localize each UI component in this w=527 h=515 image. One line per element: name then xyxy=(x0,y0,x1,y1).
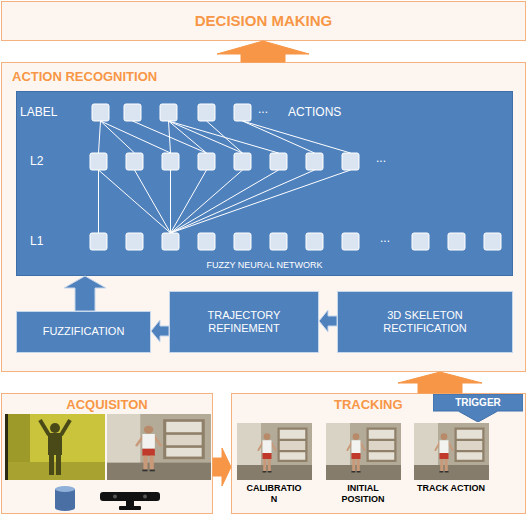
photo-caption: INITIAL POSITION xyxy=(342,483,385,505)
depth-image xyxy=(5,414,105,480)
block-arrow xyxy=(151,320,169,342)
layer-label: ... xyxy=(380,231,390,245)
track-action-photo xyxy=(414,423,489,480)
calibration-photo xyxy=(237,423,312,480)
block-arrow xyxy=(217,41,309,62)
label-slot: ... xyxy=(258,102,268,116)
label-slot: L2 xyxy=(30,154,43,168)
initial-position-photo xyxy=(326,423,401,480)
layer-label: ACTIONS xyxy=(288,105,341,119)
photo-caption: CALIBRATIO N xyxy=(247,483,302,505)
stage-title: DECISION MAKING xyxy=(195,12,333,30)
layer-label: ... xyxy=(376,151,386,165)
process-box: FUZZIFICATION xyxy=(16,311,151,353)
process-box: 3D SKELETON RECTIFICATION xyxy=(337,291,513,353)
box-label: FUZZY NEURAL NETWORK xyxy=(206,260,322,271)
layer-label: L2 xyxy=(30,154,43,168)
block-arrow xyxy=(64,276,106,311)
box-label: TRAJECTORY REFINEMENT xyxy=(184,309,304,335)
block-arrow xyxy=(213,448,231,486)
stage-title: TRACKING xyxy=(334,397,403,413)
label-slot: TRACK ACTION xyxy=(417,483,485,494)
label-slot: ... xyxy=(380,231,390,245)
process-box: TRAJECTORY REFINEMENT xyxy=(169,291,319,353)
kinect-icon xyxy=(100,492,160,510)
box-label: FUZZIFICATION xyxy=(43,325,125,338)
network-links xyxy=(99,121,351,233)
trigger-shape xyxy=(433,394,523,422)
layer-label: ... xyxy=(258,102,268,116)
photo-caption: TRACK ACTION xyxy=(417,483,485,494)
label-slot: ACTIONS xyxy=(288,105,341,119)
label-slot: CALIBRATIO N xyxy=(247,483,302,505)
stage-title: ACTION RECOGNITION xyxy=(12,69,157,85)
trigger-arrow: TRIGGER xyxy=(433,394,523,422)
neuron-squares xyxy=(90,104,501,250)
layer-label: LABEL xyxy=(20,105,57,119)
box-label: 3D SKELETON RECTIFICATION xyxy=(365,309,485,335)
database-icon xyxy=(55,486,75,511)
stage-title: ACQUISITON xyxy=(66,397,147,413)
label-slot: L1 xyxy=(30,234,43,248)
label-slot: LABEL xyxy=(20,105,57,119)
stage-panel: DECISION MAKING xyxy=(1,1,526,41)
block-arrow xyxy=(398,372,482,393)
block-arrow xyxy=(319,310,337,332)
label-slot: INITIAL POSITION xyxy=(342,483,385,505)
label-slot: ... xyxy=(376,151,386,165)
layer-label: L1 xyxy=(30,234,43,248)
rgb-image xyxy=(107,414,211,480)
box-label: TRIGGER xyxy=(455,397,501,409)
